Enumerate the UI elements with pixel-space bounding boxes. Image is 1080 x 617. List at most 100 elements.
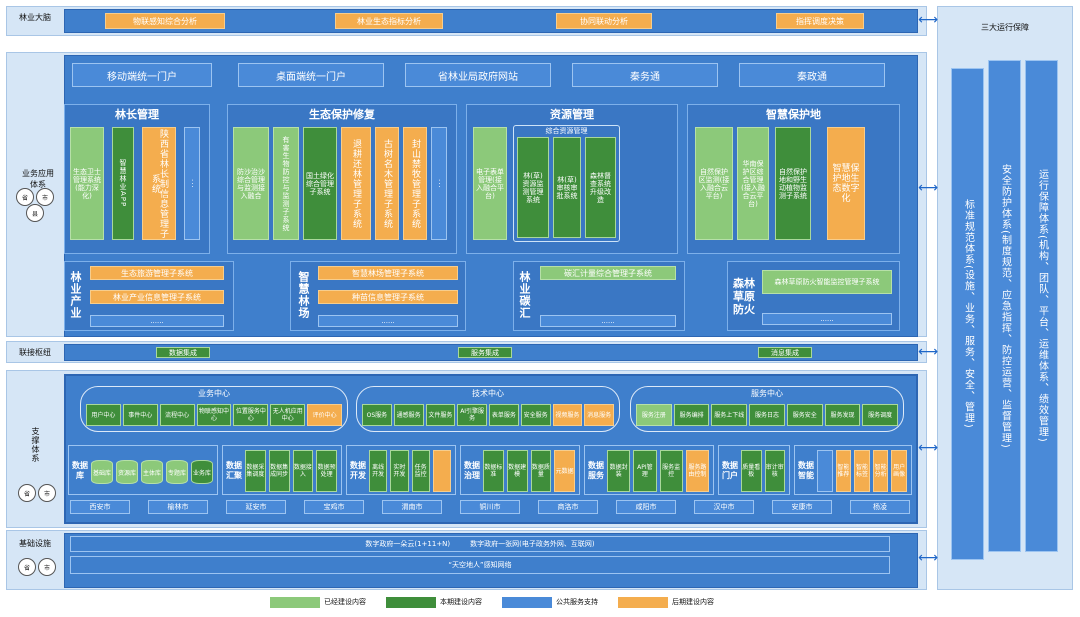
level-circle: 省 [18, 558, 36, 576]
portal-item: 秦政通 [739, 63, 885, 87]
level-circle: 市 [36, 188, 54, 206]
section-title-lyth: 林业碳汇 [518, 271, 531, 319]
legend-item: 本期建设内容 [386, 594, 482, 610]
center-item: 通感服务 [393, 404, 424, 426]
data-item: 基础库 [91, 460, 113, 484]
system-box: 林(草)资源监测管理系统 [517, 137, 549, 238]
system-box: ··· [431, 127, 447, 240]
data-item: 数据质量 [530, 450, 552, 492]
system-box: 国土绿化综合管理子系统 [303, 127, 337, 240]
data-item: 业务库 [191, 460, 213, 484]
center-title: 业务中心 [198, 389, 230, 398]
center-title: 技术中心 [472, 389, 504, 398]
city-tag: 商洛市 [538, 500, 598, 514]
legend-item: 后期建设内容 [618, 594, 714, 610]
data-item: API管理 [633, 450, 657, 492]
system-box: ...... [318, 315, 458, 327]
system-box: 生态旅游管理子系统 [90, 266, 224, 280]
system-box: ...... [540, 315, 676, 327]
city-tag: 西安市 [70, 500, 130, 514]
data-item: 资源库 [116, 460, 138, 484]
brain-item: 物联感知综合分析 [105, 13, 225, 29]
data-group-title: 数据治理 [464, 461, 480, 480]
link-item: 数据集成 [156, 347, 210, 358]
city-tag: 铜川市 [460, 500, 520, 514]
data-group-sjkf: 数据开发离线开发实时开发任务监控 [346, 445, 456, 495]
data-item: 数据预处理 [316, 450, 337, 492]
city-tag: 安康市 [772, 500, 832, 514]
center-item: AI引擎服务 [457, 404, 487, 426]
center-item: 消息服务 [584, 404, 614, 426]
system-box: 电子表单管理(接入融合平台) [473, 127, 507, 240]
city-tag: 渭南市 [382, 500, 442, 514]
center-item: 位置服务中心 [233, 404, 269, 426]
brain-item: 指挥调度决策 [776, 13, 864, 29]
center-item: 安全服务 [520, 404, 551, 426]
city-tag: 杨凌 [850, 500, 910, 514]
system-box: 智慧林场管理子系统 [318, 266, 458, 280]
center-item: 服务编排 [673, 404, 710, 426]
system-box: 森林督查系统升级改造 [585, 137, 616, 238]
row-label-link: 联接枢纽 [19, 348, 51, 357]
legend-label: 后期建设内容 [672, 598, 714, 606]
data-item: 智能标签 [854, 450, 870, 492]
row-label-infra: 基础设施 [19, 539, 51, 548]
data-item: 离线开发 [369, 450, 388, 492]
legend-swatch [618, 596, 668, 608]
data-item: 数据集成同步 [268, 450, 290, 492]
system-box: 陕西省林长制信息管理子系统 [142, 127, 176, 240]
data-item: 智能推荐 [835, 450, 852, 492]
city-tag: 延安市 [226, 500, 286, 514]
data-group-title: 数据汇聚 [226, 461, 242, 480]
data-group-sjzl: 数据治理数据标准数据建模数据质量元数据 [460, 445, 580, 495]
data-item: 元数据 [554, 450, 575, 492]
infra-item: 数字政府一朵云(1+11+N) [365, 540, 451, 548]
data-item: 数据封装 [607, 450, 631, 492]
legend-item: 公共服务支持 [502, 594, 598, 610]
section-title-stxf: 生态保护修复 [309, 108, 375, 121]
row-label-support: 支撑体系 [31, 427, 40, 463]
system-box: 林业产业信息管理子系统 [90, 290, 224, 304]
center-item: 服务发现 [824, 404, 861, 426]
link-item: 服务集成 [458, 347, 512, 358]
center-item: 服务日志 [749, 404, 785, 426]
section-title-linzhang: 林长管理 [115, 108, 159, 121]
legend-label: 公共服务支持 [556, 598, 598, 606]
center-item: 评价中心 [307, 404, 343, 426]
data-group-title: 数据门户 [722, 461, 738, 480]
center-item: 视频服务 [552, 404, 583, 426]
row-label-app: 业务应用体系 [22, 169, 54, 189]
system-box: 碳汇计量综合管理子系统 [540, 266, 676, 280]
system-box: 有害生物防控与监测子系统 [273, 127, 299, 240]
center-item: 服务安全 [786, 404, 823, 426]
portal-item: 省林业局政府网站 [405, 63, 551, 87]
data-item: 数据标准 [483, 450, 504, 492]
data-item: 数据采集调度 [245, 450, 266, 492]
data-item: 审计审核 [764, 450, 785, 492]
system-box: 林(草)审核审批系统 [553, 137, 581, 238]
link-item: 消息集成 [758, 347, 812, 358]
legend-swatch [270, 596, 320, 608]
data-group-sjzn: 数据智能智能推荐智能标签智能分析用户画像 [794, 445, 912, 495]
data-item: 智能分析 [872, 450, 889, 492]
level-circle: 省 [18, 484, 36, 502]
system-box: 森林草原防火智能监控管理子系统 [762, 270, 892, 294]
section-title-slfh: 森林草原防火 [733, 276, 755, 316]
legend-swatch [386, 596, 436, 608]
system-box: ...... [762, 313, 892, 325]
double-arrow-icon: ⟷ [917, 440, 939, 456]
infra-item: “天空地人”感知网络 [70, 556, 890, 574]
center-item: 表单服务 [489, 404, 519, 426]
data-item: 专题库 [166, 460, 188, 484]
system-box: ··· [184, 127, 200, 240]
data-item: 任务监控 [411, 450, 430, 492]
section-title-zygl: 资源管理 [550, 108, 594, 121]
data-group-title: 数据服务 [588, 461, 604, 480]
section-title-lycy: 林业产业 [69, 271, 82, 319]
system-box: 智慧保护地生态数字化 [827, 127, 865, 240]
system-box: 华南保护区综合管理(接入融合云平台) [737, 127, 769, 240]
center-item: 服务调度 [862, 404, 899, 426]
section-title-zhbh: 智慧保护地 [766, 108, 821, 121]
system-box: 自然保护地和野生动植物监测子系统 [775, 127, 811, 240]
group-title: 综合资源管理 [545, 127, 588, 135]
